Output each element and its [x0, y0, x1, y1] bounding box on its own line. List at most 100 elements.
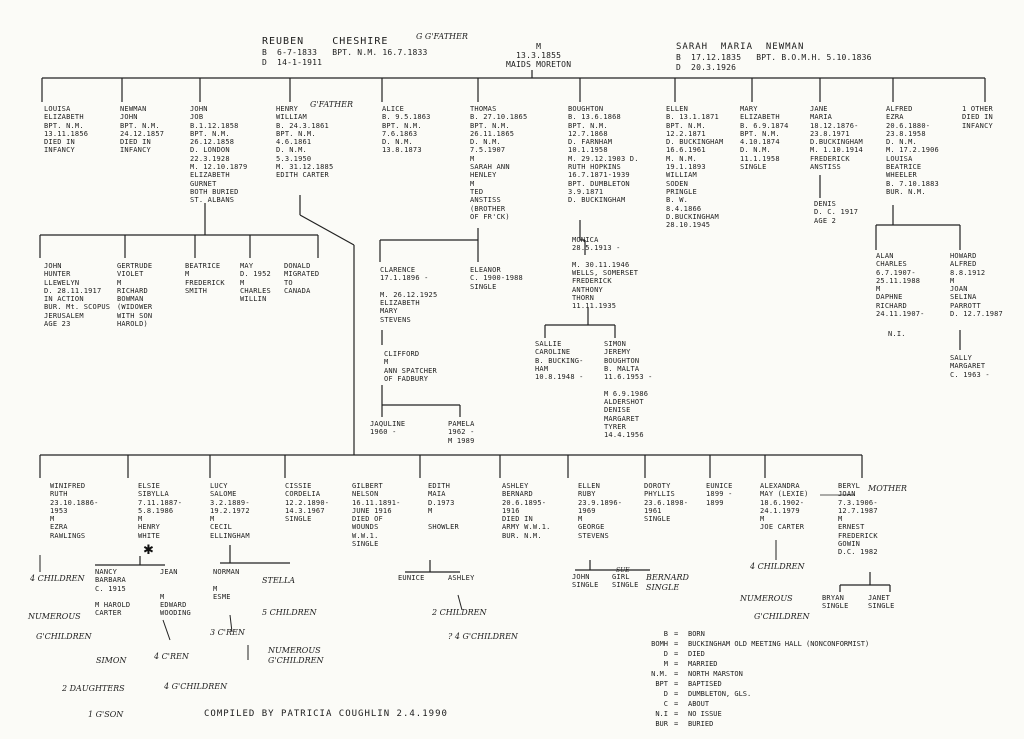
hand-winifred-numerous: NUMEROUS	[28, 612, 81, 621]
legend-row: BOMH = BUCKINGHAM OLD MEETING HALL (NONCON…	[626, 639, 869, 649]
founders-marriage: M 13.3.1855 MAIDS MORETON	[506, 42, 572, 69]
legend-equals: =	[674, 630, 679, 638]
hand-alexandra-numerous: NUMEROUS	[740, 594, 793, 603]
henry-child-cissie: CISSIE CORDELIA 12.2.1890- 14.3.1967 SIN…	[285, 482, 330, 524]
henry-child-lucy: LUCY SALOME 3.2.1889- 19.2.1972 M CECIL …	[210, 482, 250, 540]
legend-abbr: BPT	[655, 680, 668, 688]
grandchild-howard: HOWARD ALFRED 8.8.1912 M JOAN SELINA PAR…	[950, 252, 1003, 319]
grandchild-monica: MONICA 28.5.1913 - M. 30.11.1946 WELLS, …	[572, 236, 639, 311]
ashley-showler: ASHLEY	[448, 574, 475, 582]
legend-abbr: BUR	[655, 720, 668, 728]
girl-stevens: GIRL SINGLE	[612, 573, 639, 590]
child-john: JOHN JOB B.1.12.1858 BPT. N.M. 26.12.185…	[190, 105, 248, 205]
legend-equals: =	[674, 650, 679, 658]
grandchild-donald: DONALD MIGRATED TO CANADA	[284, 262, 320, 295]
alan-no-issue: N.I.	[888, 330, 906, 338]
henry-child-winifred: WINIFRED RUTH 23.10.1886- 1953 M EZRA RA…	[50, 482, 99, 540]
legend-abbr: D	[663, 650, 668, 658]
child-ellen: ELLEN B. 13.1.1871 BPT. N.M. 12.2.1871 D…	[666, 105, 724, 230]
legend-meaning: BAPTISED	[688, 680, 722, 688]
child-other: 1 OTHER DIED IN INFANCY	[962, 105, 993, 130]
great-grandfather-note: G G'FATHER	[416, 32, 468, 41]
henry-child-beryl: BERYL JOAN 7.3.1906- 12.7.1987 M ERNEST …	[838, 482, 878, 557]
legend-meaning: BORN	[688, 630, 705, 638]
child-newman: NEWMAN JOHN BPT. N.M. 24.12.1857 DIED IN…	[120, 105, 165, 155]
legend-abbr: N.I	[655, 710, 668, 718]
legend-meaning: ABOUT	[688, 700, 710, 708]
hand-ashley-children: 2 CHILDREN	[432, 608, 487, 617]
hand-bernard: BERNARD SINGLE	[646, 573, 689, 592]
henry-child-elsie: ELSIE SIBYLLA 7.11.1887- 5.8.1986 M HENR…	[138, 482, 183, 540]
great-grandchild-clifford: CLIFFORD M ANN SPATCHER OF FADBURY	[384, 350, 437, 383]
henry-child-doroty: DOROTY PHYLLIS 23.6.1898- 1961 SINGLE	[644, 482, 689, 524]
legend-abbr: C	[663, 700, 668, 708]
grandchild-eleanor: ELEANOR C. 1900-1988 SINGLE	[470, 266, 523, 291]
grandchild-denis: DENIS D. C. 1917 AGE 2	[814, 200, 859, 225]
legend-row: M=MARRIED	[626, 659, 869, 669]
legend-row: BPT=BAPTISED	[626, 679, 869, 689]
grandchild-alan: ALAN CHARLES 6.7.1907- 25.11.1988 M DAPH…	[876, 252, 925, 319]
legend-row: D = DUMBLETON, GLS.	[626, 689, 869, 699]
janet-gowin: JANET SINGLE	[868, 594, 895, 611]
norman: NORMAN M ESME	[213, 568, 240, 601]
grandchild-beatrice: BEATRICE M FREDERICK SMITH	[185, 262, 225, 295]
legend-meaning: MARRIED	[688, 660, 718, 668]
legend-abbr: BOMH	[651, 640, 668, 648]
legend-row: B = BORN	[626, 629, 869, 639]
legend-abbr: M	[663, 660, 668, 668]
hand-ashley-gchildren: ? 4 G'CHILDREN	[448, 632, 518, 641]
great-grandchild-simon: SIMON JEREMY BOUGHTON B. MALTA 11.6.1953…	[604, 340, 653, 440]
legend-equals: =	[674, 640, 679, 648]
hand-winifred-children: 4 CHILDREN	[30, 574, 85, 583]
eunice-showler: EUNICE	[398, 574, 425, 582]
gg-grandchild-pamela: PAMELA 1962 - M 1989	[448, 420, 475, 445]
hand-sue: SUE	[616, 567, 630, 574]
sarah-newman-name: SARAH MARIA NEWMAN	[676, 42, 805, 52]
henry-child-alexandra: ALEXANDRA MAY (LEXIE) 18.6.1902- 24.1.19…	[760, 482, 809, 532]
hand-jean-crens: 4 C'REN	[154, 652, 189, 661]
child-henry: HENRY WILLIAM B. 24.3.1861 BPT. N.M. 4.6…	[276, 105, 334, 180]
bryan-gowin: BRYAN SINGLE	[822, 594, 849, 611]
legend-abbr: B	[663, 630, 668, 638]
legend-equals: =	[674, 710, 679, 718]
henry-child-ashley: ASHLEY BERNARD 20.6.1895- 1916 DIED IN A…	[502, 482, 551, 540]
legend-meaning: BURIED	[688, 720, 714, 728]
reuben-cheshire-details: B 6-7-1833 BPT. N.M. 16.7.1833 D 14-1-19…	[262, 48, 428, 67]
hand-alexandra-gchildren: G'CHILDREN	[754, 612, 810, 621]
child-alfred: ALFRED EZRA 20.6.1880- 23.8.1958 D. N.M.…	[886, 105, 939, 196]
legend-equals: =	[674, 720, 679, 728]
great-grandchild-sally: SALLY MARGARET C. 1963 -	[950, 354, 990, 379]
legend-row: D=DIED	[626, 649, 869, 659]
legend-equals: =	[674, 690, 679, 698]
legend-meaning: NORTH MARSTON	[688, 670, 743, 678]
sarah-newman-details: B 17.12.1835 BPT. B.O.M.H. 5.10.1836 D 2…	[676, 53, 872, 72]
grandchild-clarence: CLARENCE 17.1.1896 - M. 26.12.1925 ELIZA…	[380, 266, 438, 324]
great-grandchild-sallie: SALLIE CAROLINE B. BUCKING- HAM 10.8.194…	[535, 340, 584, 382]
abbreviation-legend: B = BORN BOMH = BUCKINGHAM OLD MEETING HALL (…	[626, 629, 869, 729]
grandchild-john-hunter: JOHN HUNTER LLEWELYN D. 28.11.1917 IN AC…	[44, 262, 111, 329]
legend-equals: =	[674, 670, 679, 678]
grandchild-may: MAY D. 1952 M CHARLES WILLIN	[240, 262, 271, 304]
legend-equals: =	[674, 700, 679, 708]
hand-alexandra-children: 4 CHILDREN	[750, 562, 805, 571]
hand-2-daughters: 2 DAUGHTERS	[62, 684, 125, 693]
legend-meaning: DUMBLETON, GLS.	[688, 690, 752, 698]
child-jane: JANE MARIA 18.12.1876- 23.8.1971 D.BUCKI…	[810, 105, 863, 172]
henry-child-gilbert: GILBERT NELSON 16.11.1891- JUNE 1916 DIE…	[352, 482, 401, 549]
hand-stella: STELLA	[262, 576, 296, 585]
henry-child-eunice: EUNICE 1899 - 1899	[706, 482, 733, 507]
hand-simon: SIMON	[96, 656, 127, 665]
nancy-barbara: NANCY BARBARA C. 1915 M HAROLD CARTER	[95, 568, 131, 618]
mother-note: MOTHER	[868, 484, 907, 493]
legend-abbr: D	[663, 690, 668, 698]
gg-grandchild-jaquline: JAQULINE 1960 -	[370, 420, 406, 437]
reuben-cheshire-name: REUBEN CHESHIRE	[262, 36, 389, 47]
legend-abbr: N.M.	[651, 670, 668, 678]
child-thomas: THOMAS B. 27.10.1865 BPT. N.M. 26.11.186…	[470, 105, 528, 221]
child-mary: MARY ELIZABETH B. 6.9.1874 BPT. N.M. 4.1…	[740, 105, 789, 172]
svg-text:✱: ✱	[143, 543, 154, 558]
hand-jean-gchildren: 4 G'CHILDREN	[164, 682, 228, 691]
legend-meaning: BUCKINGHAM OLD MEETING HALL (NONCONFORMI…	[688, 640, 870, 648]
legend-row: BUR = BURIED	[626, 719, 869, 729]
hand-1-gson: 1 G'SON	[88, 710, 124, 719]
